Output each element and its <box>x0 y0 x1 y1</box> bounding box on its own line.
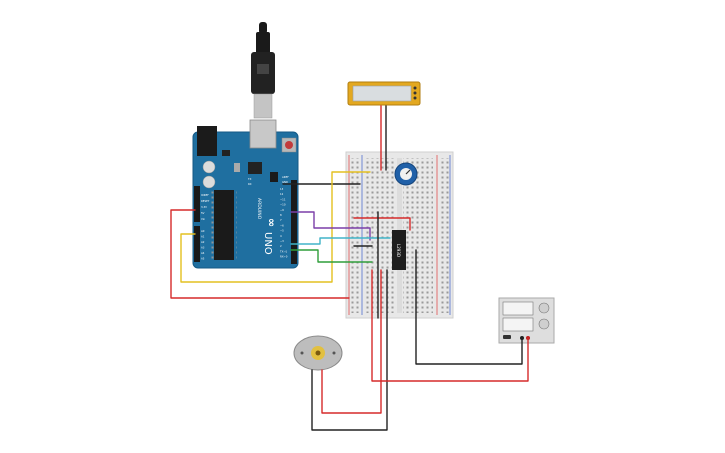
analog-pin-label: A2 <box>201 240 205 244</box>
wire-green[interactable] <box>290 249 373 263</box>
label-gnd: GND <box>282 180 288 184</box>
wires <box>170 105 529 431</box>
digital-pin-label: ~6 <box>280 223 284 227</box>
arduino-brand-text: ARDUINO <box>256 198 262 220</box>
usb-jack <box>249 119 277 149</box>
digital-pin-label: RX←0 <box>280 255 288 259</box>
analog-pin-label: A0 <box>201 229 205 233</box>
lcd-display-icon[interactable] <box>347 81 421 106</box>
wire-red-5v[interactable] <box>170 209 350 299</box>
arduino-uno-board[interactable]: ∞ ARDUINO UNO IOREF RESET 3.3V 5V Vin PO… <box>187 119 302 269</box>
wire-black-supply[interactable] <box>415 249 523 365</box>
digital-pin-label: ~3 <box>280 239 284 243</box>
label-vin: Vin <box>201 217 205 221</box>
label-analog: ANALOG IN <box>187 244 190 258</box>
capacitor <box>202 175 216 189</box>
dc-motor-icon[interactable] <box>293 335 343 371</box>
analog-pin-label: A4 <box>201 251 205 255</box>
analog-header <box>194 226 200 262</box>
analog-pin-label: A5 <box>201 257 205 261</box>
digital-pin-label: ~9 <box>280 208 284 212</box>
label-reset: RESET <box>201 199 210 203</box>
arduino-model-text: UNO <box>262 232 273 255</box>
digital-pin-label: TX→1 <box>280 249 288 253</box>
reset-button-cap[interactable] <box>285 141 293 149</box>
digital-pin-label: 2 <box>280 244 282 248</box>
digital-header <box>291 180 297 264</box>
label-digital: DIGITAL (PWM~) <box>299 230 302 250</box>
arduino-logo: ∞ <box>265 218 278 227</box>
regulator-chip <box>222 150 230 156</box>
wire-black-motor[interactable] <box>311 269 388 431</box>
capacitor <box>202 160 216 174</box>
digital-pin-label: ~11 <box>280 197 286 201</box>
analog-pin-label: A3 <box>201 246 205 250</box>
digital-pin-label: 7 <box>280 218 282 222</box>
label-3v3: 3.3V <box>201 205 207 209</box>
dc-power-supply-icon[interactable] <box>498 297 555 344</box>
wire-red-supply[interactable] <box>371 269 529 382</box>
potentiometer-icon[interactable] <box>394 162 418 186</box>
crystal <box>234 163 240 172</box>
digital-pin-label: 13 <box>280 187 284 191</box>
label-ioref: IOREF <box>201 193 209 197</box>
usb-chip <box>248 162 262 174</box>
wire-red-motor[interactable] <box>321 269 382 414</box>
analog-pin-label: A1 <box>201 235 205 239</box>
digital-pin-label: 8 <box>280 213 282 217</box>
label-5v: 5V <box>201 211 205 215</box>
dc-power-jack <box>197 126 217 156</box>
wire-purple[interactable] <box>290 211 371 241</box>
power-header <box>194 186 200 222</box>
atmega-chip <box>214 190 234 260</box>
digital-pin-label: 4 <box>280 234 282 238</box>
label-rx: RX <box>248 182 252 186</box>
digital-pin-label: ~10 <box>280 203 286 207</box>
icsp-header <box>270 172 278 182</box>
digital-pin-label: ~5 <box>280 229 284 233</box>
label-power: POWER <box>187 187 190 196</box>
ic-label: L293D <box>396 244 401 257</box>
l293d-chip[interactable]: L293D <box>392 230 406 270</box>
digital-pin-label: 12 <box>280 192 284 196</box>
label-tx: TX <box>248 177 252 181</box>
usb-cable-icon[interactable] <box>251 22 275 119</box>
wire-red-jumper[interactable] <box>353 217 411 231</box>
wire-yellow[interactable] <box>180 171 371 283</box>
label-aref: AREF <box>282 175 289 179</box>
wire-cyan[interactable] <box>290 237 391 245</box>
